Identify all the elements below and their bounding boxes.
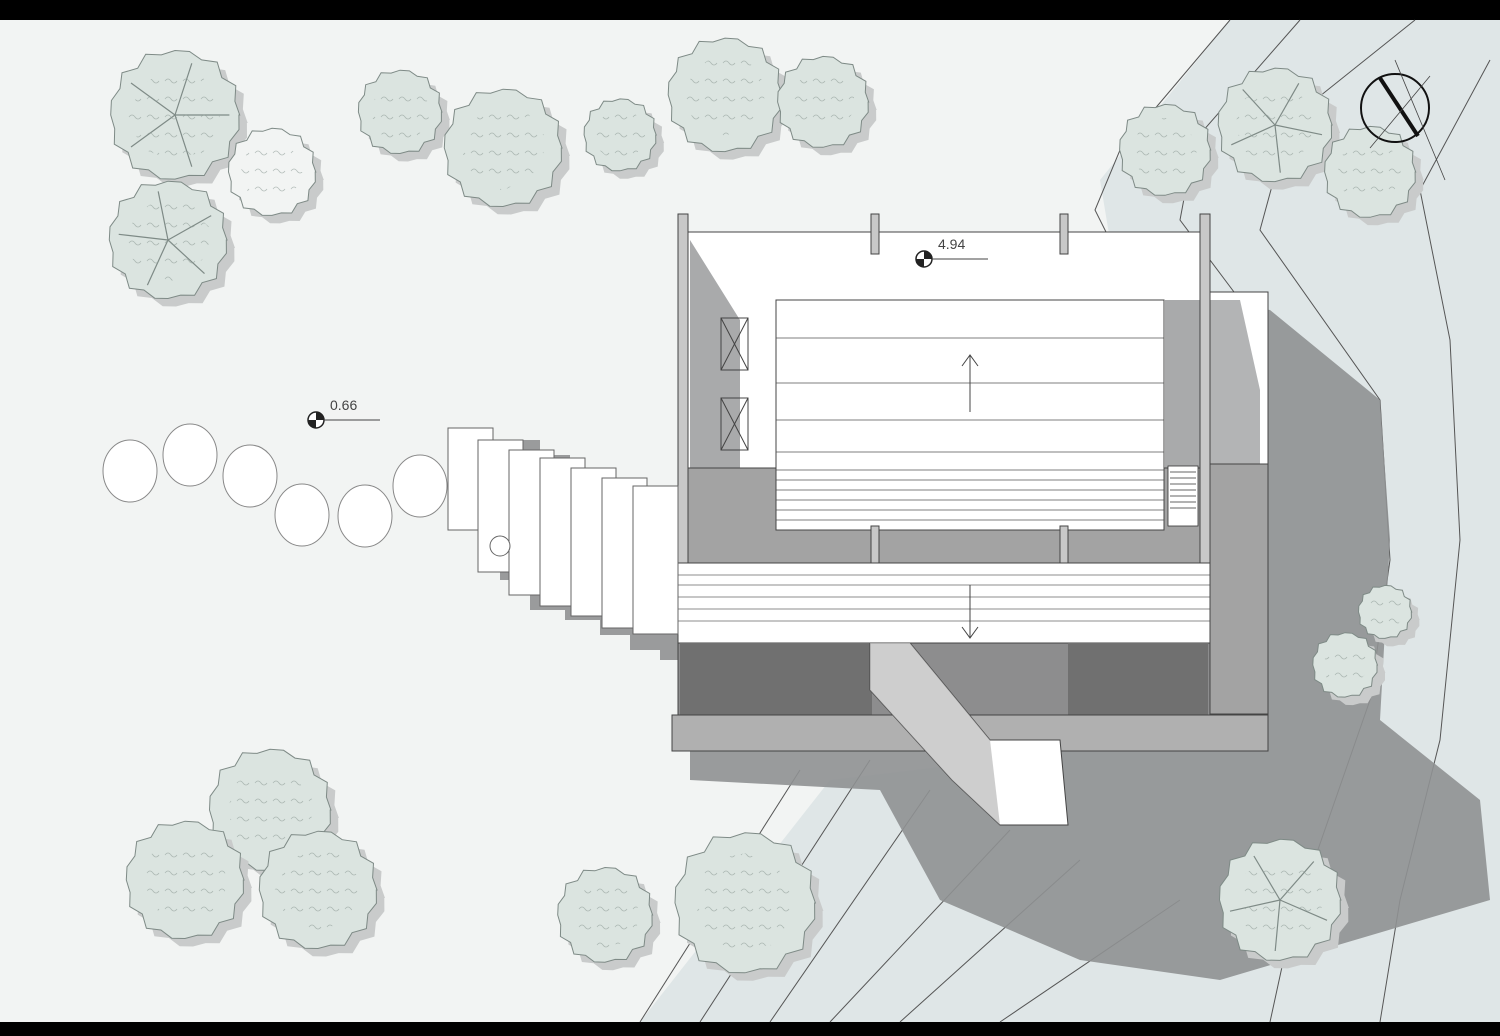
deck-shadow-left bbox=[690, 240, 740, 470]
slope-arrow-up-icon bbox=[961, 354, 979, 412]
tree-canopy bbox=[1218, 838, 1349, 969]
elevation-label-ground: 0.66 bbox=[330, 397, 357, 413]
tree-canopy bbox=[110, 49, 248, 188]
deck-shadow-right bbox=[1165, 300, 1200, 470]
tree-texture bbox=[459, 106, 544, 191]
tree-canopy bbox=[1217, 67, 1341, 190]
tree-canopy bbox=[357, 69, 450, 162]
tree-texture bbox=[274, 848, 359, 933]
tree-canopy bbox=[1119, 103, 1219, 204]
tree-texture bbox=[1365, 593, 1404, 632]
tree-canopy bbox=[1357, 584, 1420, 647]
eave-lines bbox=[678, 574, 1210, 622]
building bbox=[671, 213, 1269, 826]
tree-texture bbox=[1233, 84, 1315, 167]
tree-canopy bbox=[777, 55, 877, 156]
tree-texture bbox=[693, 853, 794, 955]
trees bbox=[108, 37, 1424, 981]
tree-canopy bbox=[443, 88, 570, 215]
tree-canopy bbox=[227, 127, 324, 224]
tree-canopy bbox=[1324, 125, 1424, 226]
roof-panel bbox=[775, 299, 1165, 531]
tree-texture bbox=[1235, 857, 1323, 945]
tree-texture bbox=[789, 69, 855, 136]
tree-canopy bbox=[125, 820, 252, 947]
north-arrow-icon bbox=[1360, 59, 1446, 181]
porch-shade bbox=[870, 643, 1000, 825]
tree-texture bbox=[1321, 642, 1368, 689]
tree-texture bbox=[225, 767, 313, 855]
lower-room-left bbox=[680, 643, 872, 715]
annex-shadow bbox=[1205, 300, 1260, 464]
tree-canopy bbox=[667, 37, 791, 160]
tree-texture bbox=[1131, 117, 1197, 184]
tree-texture bbox=[570, 881, 638, 950]
elevation-marker-ground: 0.66 bbox=[307, 397, 380, 429]
elevation-marker-upper: 4.94 bbox=[915, 236, 988, 268]
tree-canopy bbox=[674, 832, 824, 981]
tree-texture bbox=[369, 82, 429, 143]
tree-texture bbox=[141, 838, 226, 923]
right-lower-wing bbox=[1209, 463, 1269, 715]
tree-texture bbox=[1336, 139, 1402, 206]
tree-canopy bbox=[557, 866, 661, 971]
tree-canopy bbox=[583, 98, 665, 179]
stepping-stones bbox=[102, 423, 448, 548]
eave-band bbox=[677, 562, 1211, 644]
slope-arrow-down-icon bbox=[961, 585, 979, 639]
tree-canopy bbox=[108, 180, 235, 307]
elevation-label-upper: 4.94 bbox=[938, 236, 965, 252]
step-bollard bbox=[489, 535, 511, 557]
tree-texture bbox=[593, 109, 646, 162]
tree-canopy bbox=[1312, 632, 1386, 706]
tree-texture bbox=[239, 141, 303, 204]
tree-texture bbox=[124, 198, 209, 283]
tree-texture bbox=[127, 69, 220, 162]
building-shadow bbox=[690, 300, 1490, 980]
tree-canopy bbox=[258, 830, 385, 957]
lower-room-right bbox=[1068, 643, 1208, 715]
skylight-icon bbox=[720, 317, 749, 451]
annex-stair bbox=[1167, 465, 1199, 527]
roof-lines bbox=[776, 337, 1164, 521]
tree-texture bbox=[683, 54, 765, 137]
